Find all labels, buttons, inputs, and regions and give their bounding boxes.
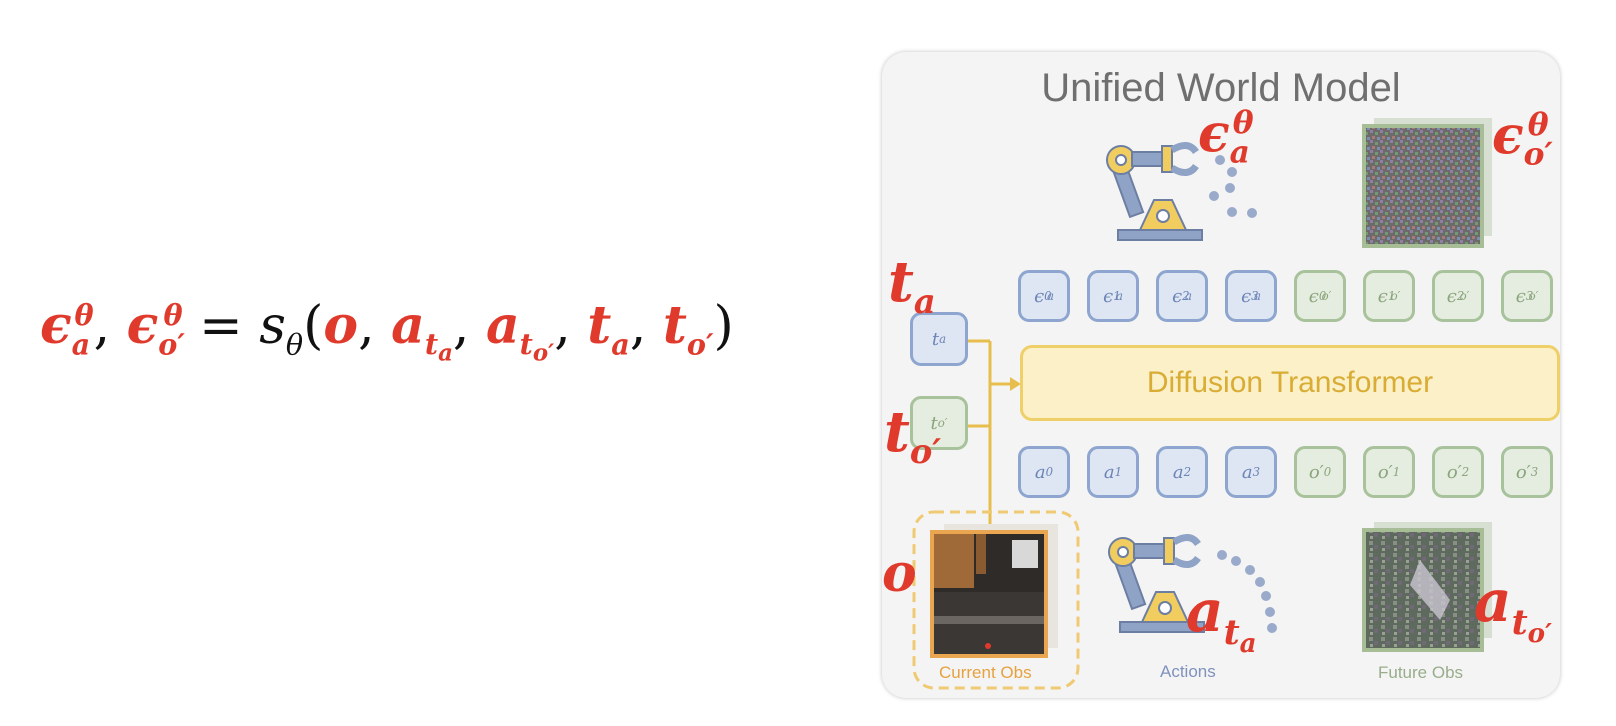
obs-token-3: o′3	[1501, 446, 1553, 498]
robot-arm-icon	[1106, 142, 1203, 241]
future-obs-caption: Future Obs	[1378, 663, 1464, 682]
robot-arm-icon	[1108, 534, 1205, 633]
actions-caption: Actions	[1160, 662, 1216, 681]
eps-a-theta-label: ϵaθ	[1198, 103, 1254, 171]
t-a-label: ta	[888, 249, 936, 322]
panel-title: Unified World Model	[1041, 66, 1401, 110]
eps-o-theta-label: ϵo′θ	[1492, 105, 1553, 173]
obs-token-0: o′0	[1294, 446, 1346, 498]
current-obs-frame	[912, 510, 1080, 690]
arrow-icon	[1010, 377, 1021, 391]
timestep-connector	[968, 339, 1010, 540]
action-trajectory-dots	[1217, 550, 1277, 633]
noise-image-icon	[1362, 118, 1492, 248]
score-equation: ϵaθ, ϵo′θ = sθ(o, ata, ato′, ta, to′)	[40, 295, 734, 368]
obs-token-2: o′2	[1432, 446, 1484, 498]
t-o-label: to′	[884, 399, 942, 472]
o-label: o	[882, 543, 917, 604]
current-obs-caption: Current Obs	[939, 663, 1032, 682]
obs-token-1: o′1	[1363, 446, 1415, 498]
a-ta-label: ata	[1186, 577, 1257, 659]
noise-image-icon	[1362, 522, 1492, 652]
a-to-label: ato′	[1474, 567, 1552, 649]
kitchen-photo-icon	[930, 524, 1058, 658]
transformer-label: Diffusion Transformer	[1146, 366, 1434, 399]
action-trajectory-dots	[1209, 155, 1257, 218]
diffusion-transformer-block: Diffusion Transformer	[1020, 345, 1560, 421]
